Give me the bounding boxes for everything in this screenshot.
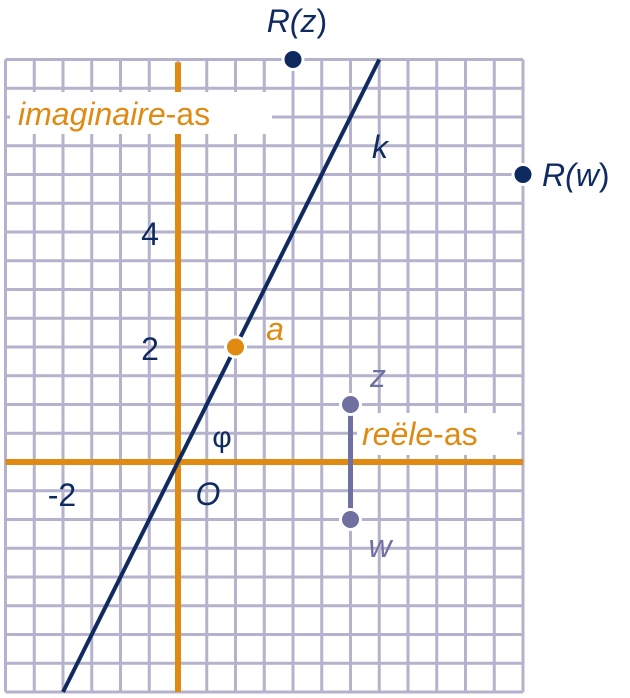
imaginary-axis-label: imaginaire-as	[18, 96, 210, 132]
point-Rw-label: R(w)	[542, 157, 610, 193]
Rz-label-prefix: R(	[267, 3, 304, 39]
Rz-label-var: z	[300, 3, 317, 39]
real-axis-label: reële-as	[362, 416, 478, 452]
tick-label-x-minus2: -2	[48, 477, 76, 513]
Rw-label-var: w	[576, 157, 601, 193]
point-z	[339, 393, 362, 416]
imag-label-bg	[10, 92, 272, 134]
grid	[4, 58, 525, 694]
point-Rw	[511, 163, 535, 186]
point-Rz	[281, 48, 305, 71]
point-w-label: w	[368, 528, 393, 564]
point-w	[339, 508, 362, 531]
point-a	[224, 335, 247, 359]
imaginary-axis-label-word: imaginaire	[18, 96, 166, 132]
points	[224, 48, 535, 531]
tick-label-y-4: 4	[141, 216, 159, 252]
line-k	[61, 58, 382, 693]
real-label-bg	[357, 413, 517, 455]
point-a-label: a	[266, 311, 284, 347]
real-axis-label-suffix: -as	[433, 416, 477, 452]
line-k-label: k	[372, 129, 390, 165]
Rz-label-suffix: )	[317, 3, 328, 39]
angle-phi-label: φ	[212, 421, 231, 454]
tick-label-y-2: 2	[141, 331, 159, 367]
origin-label: O	[196, 476, 221, 512]
imaginary-axis-label-suffix: -as	[166, 96, 210, 132]
point-Rz-label: R(z)	[267, 3, 327, 39]
real-axis-label-word: reële	[362, 416, 433, 452]
point-z-label: z	[369, 358, 386, 394]
Rw-label-prefix: R(	[542, 157, 579, 193]
Rw-label-suffix: )	[599, 157, 610, 193]
